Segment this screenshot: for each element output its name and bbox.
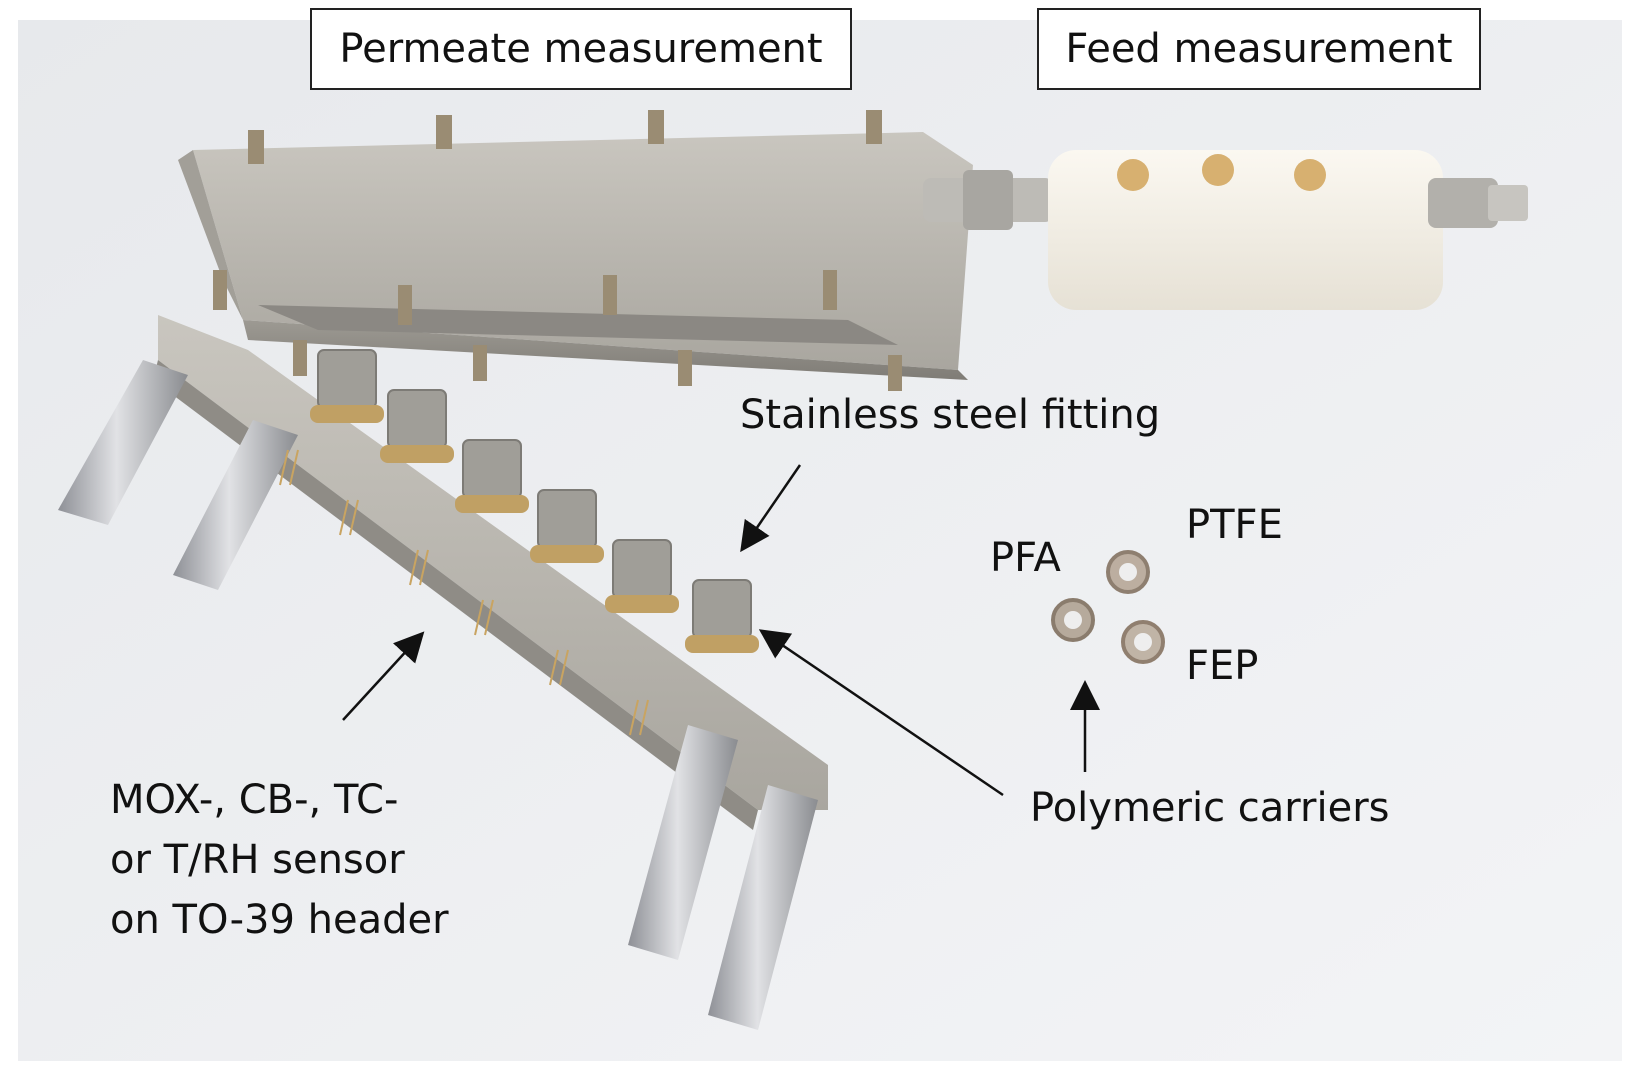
photo-area <box>18 20 1622 1061</box>
sensor-label: MOX-, CB-, TC- or T/RH sensor on TO-39 h… <box>110 770 449 950</box>
apparatus-photo <box>18 20 1622 1061</box>
sensor-label-line-3: on TO-39 header <box>110 897 449 943</box>
permeate-label: Permeate measurement <box>310 8 852 90</box>
sensor-label-line-2: or T/RH sensor <box>110 837 405 883</box>
feed-label: Feed measurement <box>1037 8 1481 90</box>
annotation-arrows <box>342 464 1100 797</box>
sensor-arrow <box>342 631 425 721</box>
sensor-plate <box>58 315 828 1030</box>
ptfe-label: PTFE <box>1186 502 1283 548</box>
pfa-label: PFA <box>990 535 1061 581</box>
fitting-label: Stainless steel fitting <box>740 392 1161 438</box>
sensor-label-line-1: MOX-, CB-, TC- <box>110 777 399 823</box>
polymeric-rings <box>1051 550 1165 664</box>
fep-label: FEP <box>1186 643 1259 689</box>
carriers-arrow-fitting <box>758 629 1004 797</box>
permeate-block <box>178 110 1053 391</box>
fitting-arrow <box>740 464 802 553</box>
feed-block <box>1048 150 1528 310</box>
carriers-label: Polymeric carriers <box>1030 785 1390 831</box>
